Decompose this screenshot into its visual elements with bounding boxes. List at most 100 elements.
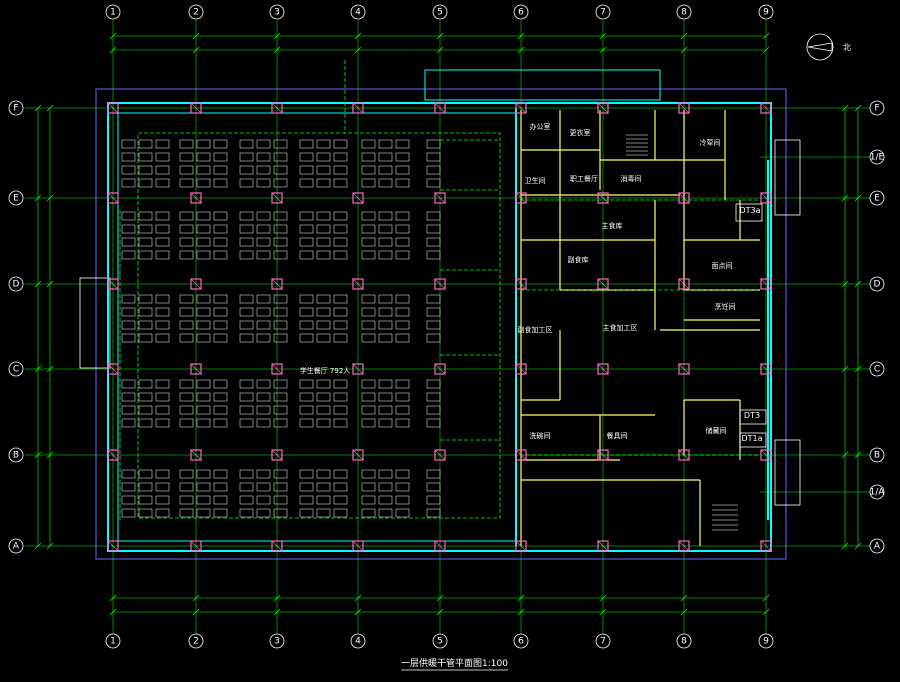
dining-table [316,224,331,234]
dining-table [239,224,254,234]
dining-table [378,508,393,518]
dining-table [361,224,376,234]
grid-bubble [869,190,885,206]
dim-tick [46,280,54,288]
grid-col-top-5: 5 [432,4,448,20]
column [515,102,527,114]
dining-table [395,307,410,317]
dining-table [316,508,331,518]
north-label: 北 [843,43,851,52]
column-hatch [678,102,690,114]
dining-table [121,482,136,492]
grid-col-top-2: 2 [188,4,204,20]
dining-table [378,333,393,343]
dining-table [138,178,153,188]
dining-table [316,379,331,389]
column [760,278,772,290]
dining-table [395,250,410,260]
dim-tick [273,46,281,54]
dining-table [333,237,348,247]
column-hatch [190,449,202,461]
dining-table [333,152,348,162]
dining-table [179,165,194,175]
dining-table [273,139,288,149]
column-hatch [271,363,283,375]
dining-table [316,178,331,188]
dining-table [395,482,410,492]
grid-bubble [105,4,121,20]
dining-table [213,250,228,260]
grid-bubble [188,4,204,20]
dining-table [196,211,211,221]
dining-table [426,495,441,505]
grid-bubble-text: 8 [681,8,687,18]
column [190,102,202,114]
column-hatch [434,102,446,114]
dining-table [426,469,441,479]
dim-tick [680,46,688,54]
dining-table [196,333,211,343]
dining-table [316,469,331,479]
site-boundary [95,88,787,560]
dining-table [196,482,211,492]
dining-table [333,508,348,518]
dining-table [121,165,136,175]
dining-table [196,237,211,247]
grid-bubble [350,633,366,649]
dining-table [213,469,228,479]
dim-tick [436,46,444,54]
dining-table [121,211,136,221]
grid-bubble-text: 1 [110,637,116,647]
dining-table [256,178,271,188]
grid-bubble-text: B [13,451,19,461]
dining-table [273,250,288,260]
dining-table [273,165,288,175]
dining-table [196,320,211,330]
grid-bubble [869,276,885,292]
column [352,540,364,552]
room-label-dining-hall: 学生餐厅 792人 [300,366,351,375]
dining-table [426,165,441,175]
column-hatch [678,540,690,552]
column [271,540,283,552]
dining-table [196,139,211,149]
column-hatch [271,449,283,461]
column [515,449,527,461]
dim-tick [841,365,849,373]
grid-col-top-4: 4 [350,4,366,20]
dining-table [333,211,348,221]
dim-tick [34,542,42,550]
dining-table [179,237,194,247]
drawing-scale: 1:100 [482,659,508,669]
dining-table [426,508,441,518]
dining-table [155,379,170,389]
dining-table [426,294,441,304]
dining-table [239,165,254,175]
dining-table [138,224,153,234]
dining-table [361,250,376,260]
column [515,278,527,290]
grid-bubble [432,633,448,649]
column-hatch [271,278,283,290]
dining-table [213,482,228,492]
dining-table [256,495,271,505]
dining-table [121,405,136,415]
dining-table [138,165,153,175]
dining-table [316,320,331,330]
dining-table [155,165,170,175]
dim-tick [599,46,607,54]
dining-table [179,469,194,479]
dining-table [213,165,228,175]
grid-bubble-text: E [13,194,19,204]
dining-table [273,237,288,247]
dim-tick [354,608,362,616]
column-hatch [597,540,609,552]
dining-table [196,469,211,479]
dining-table [121,333,136,343]
dining-table [138,250,153,260]
grid-bubble-text: 3 [274,637,280,647]
column [107,363,119,375]
dining-table [361,237,376,247]
column [515,540,527,552]
dining-table [239,307,254,317]
